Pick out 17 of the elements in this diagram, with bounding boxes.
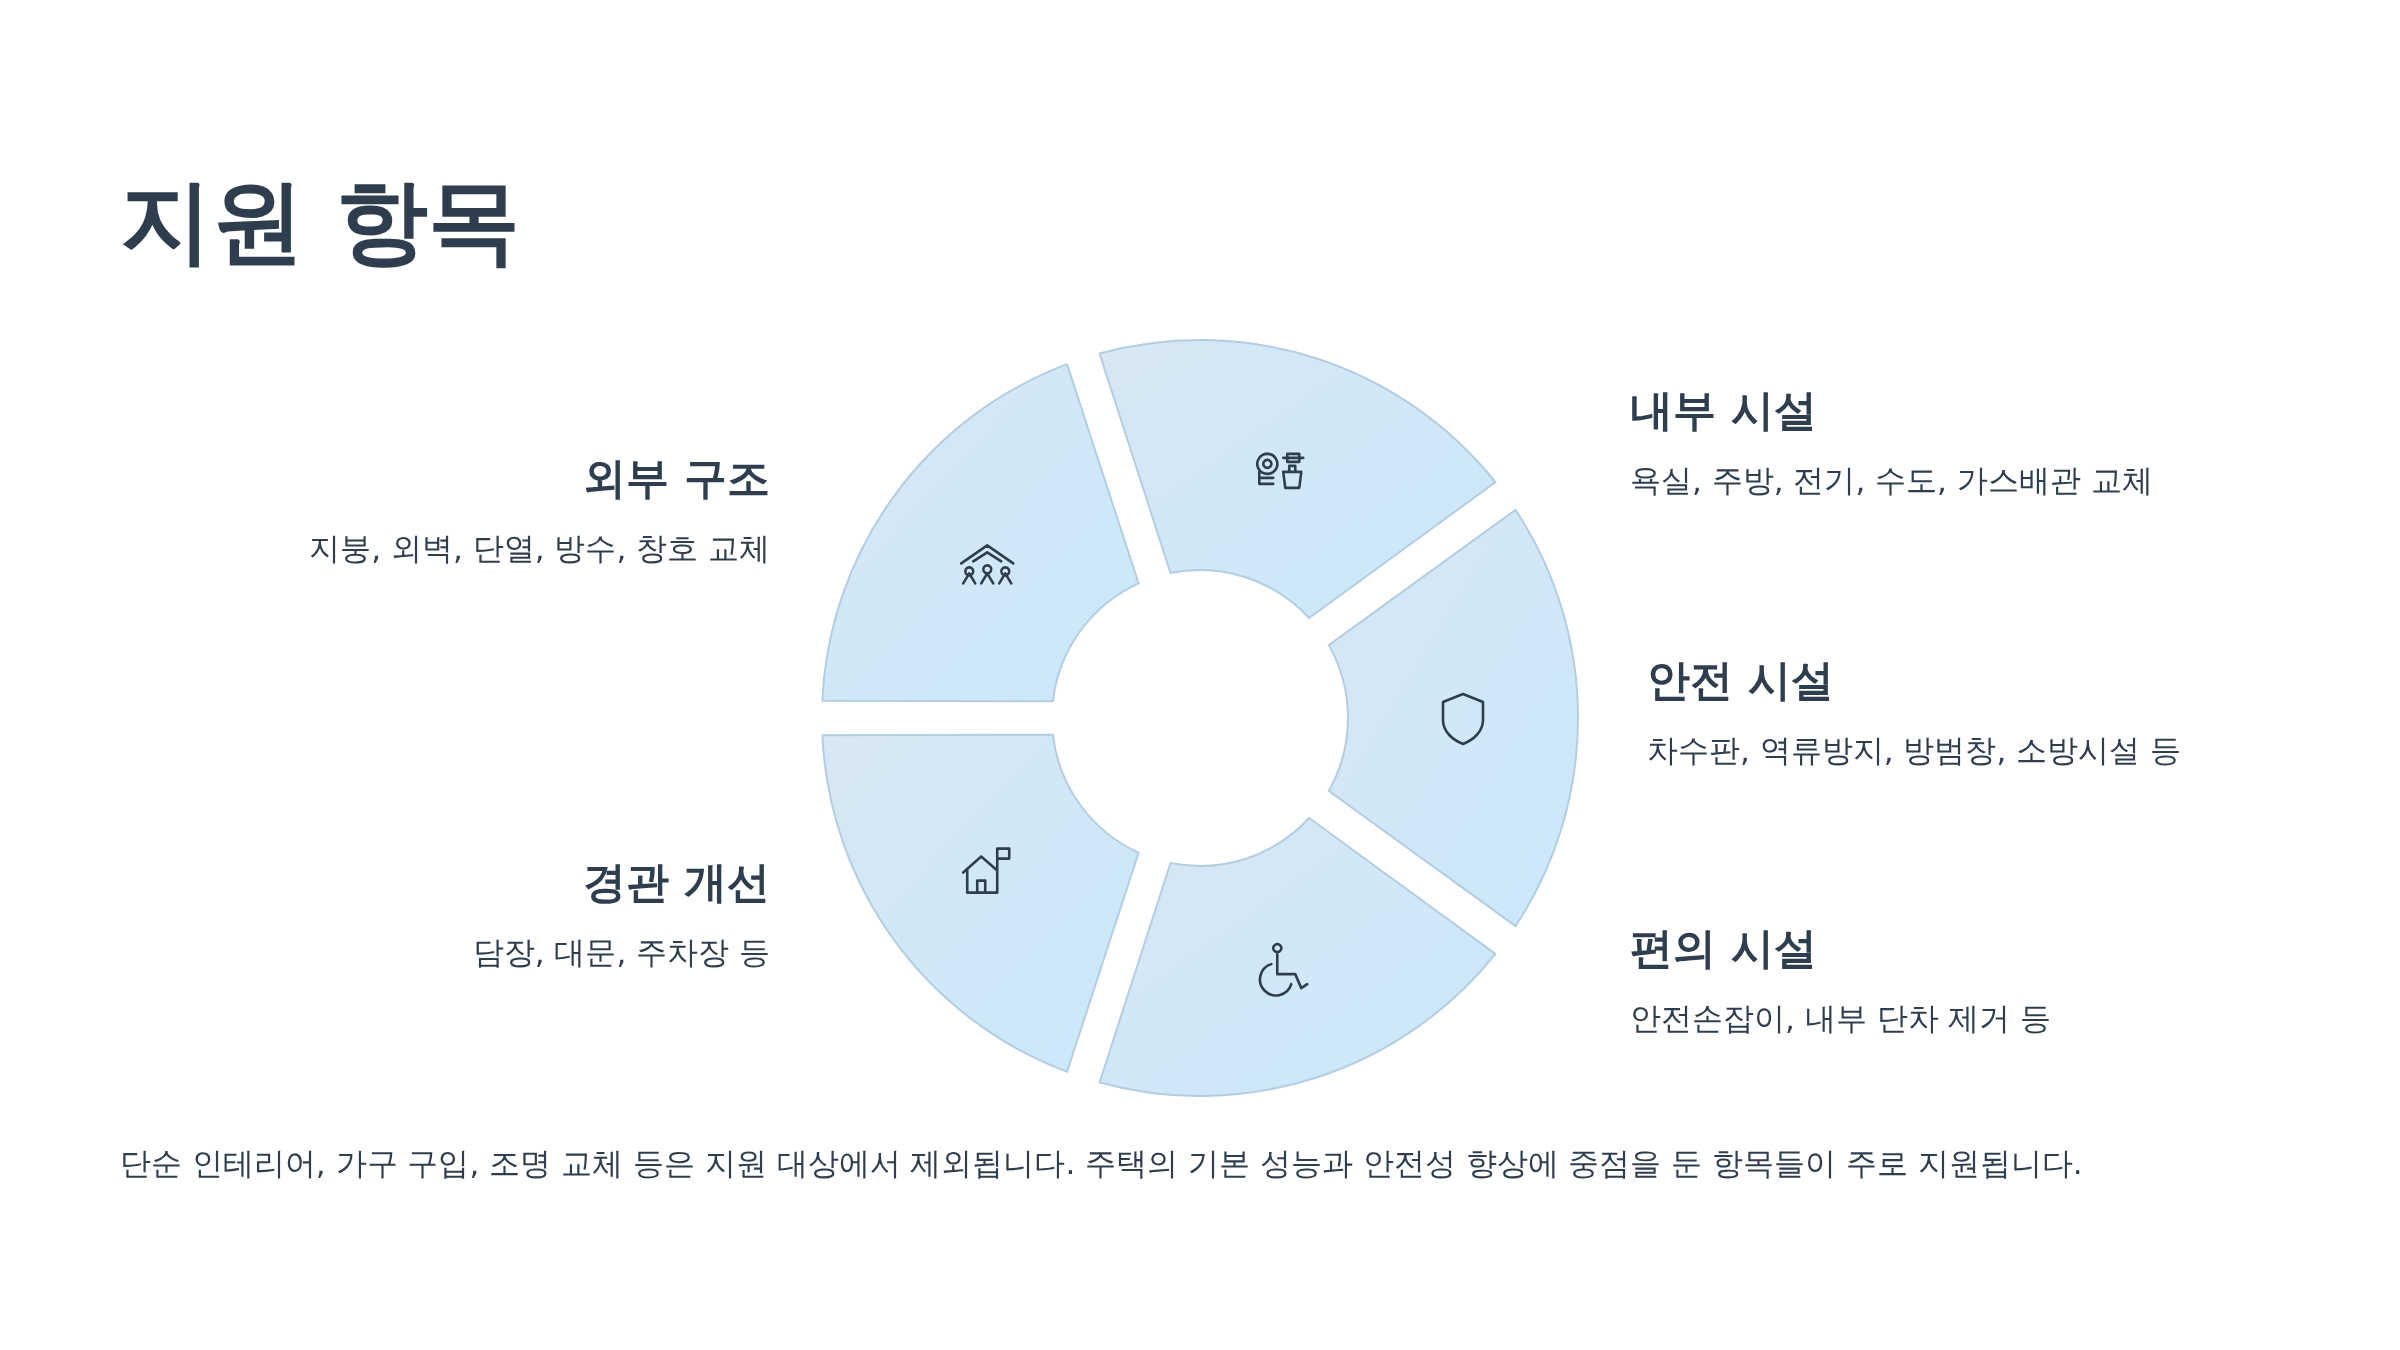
- category-description: 담장, 대문, 주차장 등: [472, 933, 770, 972]
- footnote-text: 단순 인테리어, 가구 구입, 조명 교체 등은 지원 대상에서 제외됩니다. 주택의 기본 성능과 안전성 향상에 중점을 둔 항목들이 주로 지원됩니다.: [120, 1144, 2083, 1183]
- category-description: 욕실, 주방, 전기, 수도, 가스배관 교체: [1630, 461, 2153, 500]
- category-description: 안전손잡이, 내부 단차 제거 등: [1630, 999, 2052, 1038]
- category-heading: 내부 시설: [1630, 384, 1817, 437]
- donut-segment: [821, 733, 1140, 1073]
- category-heading: 편의 시설: [1630, 922, 1817, 975]
- donut-segment: [821, 363, 1140, 703]
- category-description: 지붕, 외벽, 단열, 방수, 창호 교체: [309, 529, 770, 568]
- category-heading: 경관 개선: [583, 856, 770, 909]
- slide-title: 지원 항목: [120, 167, 521, 277]
- donut-segment: [1098, 817, 1497, 1097]
- donut-segment: [1098, 339, 1497, 619]
- category-heading: 외부 구조: [583, 452, 770, 505]
- category-description: 차수판, 역류방지, 방범창, 소방시설 등: [1647, 731, 2181, 770]
- donut-segment: [1327, 508, 1579, 928]
- category-heading: 안전 시설: [1647, 654, 1834, 707]
